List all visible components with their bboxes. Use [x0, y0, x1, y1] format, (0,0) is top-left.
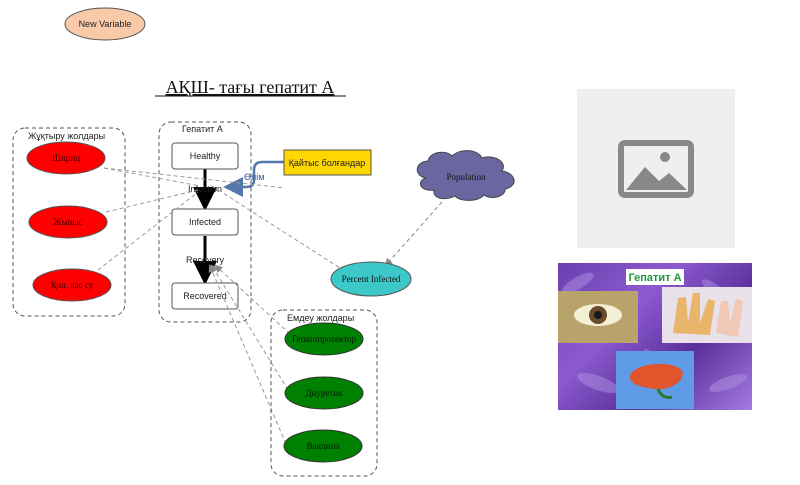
svg-text:Диуретик: Диуретик [305, 388, 343, 398]
flow-infection-label[interactable]: Infection [188, 184, 222, 194]
death-flow-label[interactable]: Өлім [244, 172, 264, 182]
transmission-item-water[interactable]: Қол, лас су [32, 268, 112, 302]
stock-healthy[interactable]: Healthy [171, 142, 239, 170]
hepatitis-photo: Гепатит А [558, 263, 752, 410]
svg-text:Infected: Infected [189, 217, 221, 227]
transmission-group[interactable]: Жұқтыру жолдары [12, 127, 126, 317]
new-variable-node[interactable]: New Variable [64, 7, 146, 41]
transmission-item-sexual[interactable]: Жыныс [28, 205, 108, 239]
svg-text:Percent Infected: Percent Infected [342, 274, 401, 284]
svg-text:Шприц: Шприц [52, 153, 80, 163]
svg-text:Қайтыс болғандар: Қайтыс болғандар [289, 158, 366, 168]
hepatitis-group-label: Гепатит А [182, 124, 223, 134]
new-variable-label: New Variable [79, 19, 132, 29]
svg-text:Гепатопротектор: Гепатопротектор [292, 334, 357, 344]
treatment-item-hepatoprotector[interactable]: Гепатопротектор [284, 322, 364, 356]
population-label: Population [446, 172, 486, 182]
svg-text:Healthy: Healthy [190, 151, 221, 161]
stock-recovered[interactable]: Recovered [171, 282, 239, 310]
svg-text:Қол, лас су: Қол, лас су [51, 280, 94, 290]
svg-text:Вакцина: Вакцина [307, 441, 340, 451]
diagram-title: АҚШ- тағы гепатит А [166, 77, 335, 97]
hepatitis-collage-graphic: Гепатит А [558, 269, 752, 409]
percent-infected-node[interactable]: Percent Infected [330, 261, 412, 297]
treatment-group[interactable]: Емдеу жолдары [270, 309, 378, 477]
image-placeholder-icon [618, 140, 694, 198]
svg-text:Recovered: Recovered [183, 291, 227, 301]
photo-caption: Гепатит А [628, 272, 681, 284]
svg-text:Жыныс: Жыныс [54, 217, 83, 227]
treatment-item-diuretic[interactable]: Диуретик [284, 376, 364, 410]
death-flow-arrow [223, 160, 284, 197]
transmission-group-label: Жұқтыру жолдары [28, 131, 105, 141]
stock-infected[interactable]: Infected [171, 208, 239, 236]
died-stock[interactable]: Қайтыс болғандар [283, 149, 372, 176]
image-placeholder[interactable] [577, 89, 735, 248]
treatment-group-label: Емдеу жолдары [287, 313, 354, 323]
transmission-item-syringe[interactable]: Шприц [26, 141, 106, 175]
population-cloud[interactable]: Population [416, 150, 515, 201]
treatment-item-vaccine[interactable]: Вакцина [283, 429, 363, 463]
flow-recovery-label[interactable]: Recovery [186, 255, 225, 265]
